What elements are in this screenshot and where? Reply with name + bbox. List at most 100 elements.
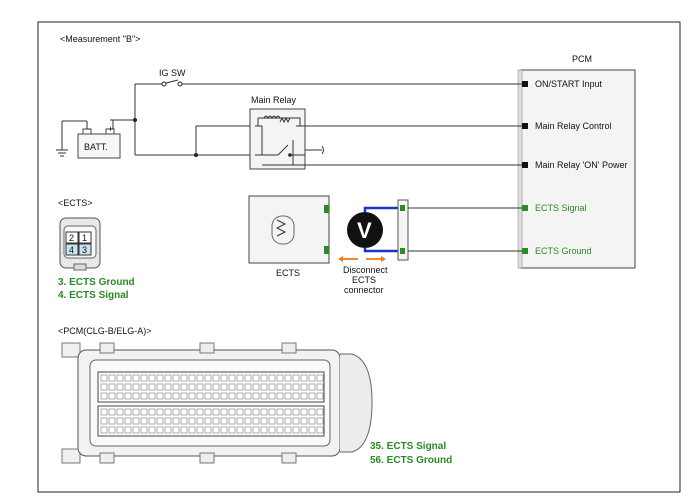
battery-box: [77, 133, 121, 159]
pcm-connector-pin: [100, 417, 108, 425]
battery-terminal-pos: [105, 128, 115, 135]
pcm-connector-pin: [276, 374, 284, 382]
pcm-connector-title: <PCM(CLG-B/ELG-A)>: [58, 326, 152, 336]
disconnect-label-line2: ECTS: [352, 275, 376, 285]
pcm-connector-pin: [292, 417, 300, 425]
pcm-connector-pin: [276, 383, 284, 391]
pcm-connector-pin: [284, 383, 292, 391]
pcm-connector-pin: [116, 408, 124, 416]
relay-switch-blade: [277, 144, 289, 156]
pcm-connector-pin: [156, 417, 164, 425]
pcm-connector-pin: [252, 374, 260, 382]
pcm-connector-pin: [196, 408, 204, 416]
pcm-connector-pin: [276, 426, 284, 434]
pcm-connector-pin: [204, 392, 212, 400]
pcm-connector-pin: [220, 408, 228, 416]
pcm-connector-pin: [172, 383, 180, 391]
pcm-connector-pin: [180, 417, 188, 425]
pcm-connector-pin: [292, 408, 300, 416]
pcm-connector-pin: [284, 392, 292, 400]
ects-pin-2: [65, 231, 79, 244]
pcm-connector-pin: [316, 374, 324, 382]
pcm-connector-pin: [316, 383, 324, 391]
pcm-connector-pin: [316, 408, 324, 416]
pcm-connector-pin: [284, 374, 292, 382]
ects-pin-2-label: 2: [69, 233, 74, 243]
pcm-connector-pin: [228, 392, 236, 400]
pcm-connector-pin: [108, 374, 116, 382]
pcm-connector-pin: [300, 408, 308, 416]
ig-sw-label: IG SW: [159, 68, 186, 78]
ects-label: ECTS: [276, 268, 300, 278]
pcm-connector-pin: [308, 408, 316, 416]
pcm-connector-pin: [124, 374, 132, 382]
battery-label: BATT.: [84, 142, 108, 152]
pcm-connector-pin: [148, 408, 156, 416]
pcm-connector-pin: [284, 426, 292, 434]
pcm-connector-pin: [196, 392, 204, 400]
pcm-connector-pin: [156, 426, 164, 434]
pcm-connector-pin: [148, 417, 156, 425]
pcm-connector-pin: [148, 374, 156, 382]
ects-thermistor: [271, 215, 295, 245]
pcm-connector-pin: [140, 392, 148, 400]
pcm-connector-pin: [260, 383, 268, 391]
main-relay-box: [249, 108, 306, 170]
pcm-connector-pin: [124, 392, 132, 400]
pcm-connector-pin: [212, 392, 220, 400]
pcm-pin-marker: [522, 248, 528, 254]
pcm-connector-pin: [244, 426, 252, 434]
pcm-connector-pin: [188, 392, 196, 400]
ects-legend-2: 4. ECTS Signal: [58, 290, 129, 301]
pcm-connector-pin: [100, 408, 108, 416]
pcm-connector-pin: [236, 374, 244, 382]
pcm-connector-pin: [148, 426, 156, 434]
pcm-pin-label: Main Relay 'ON' Power: [535, 160, 627, 170]
voltmeter-symbol: V: [357, 218, 372, 243]
pcm-connector-pin: [236, 426, 244, 434]
harness-pin-signal: [400, 205, 405, 211]
pcm-connector-pin: [188, 417, 196, 425]
pcm-legend-2: 56. ECTS Ground: [370, 455, 452, 466]
pcm-connector-pin: [284, 408, 292, 416]
pcm-connector-drawing: [61, 342, 373, 464]
pcm-connector-pin: [108, 383, 116, 391]
pcm-connector-pin: [212, 374, 220, 382]
pcm-connector-pin: [140, 417, 148, 425]
pcm-connector-pin: [180, 392, 188, 400]
pcm-connector-pin: [108, 392, 116, 400]
pcm-connector-pin: [220, 383, 228, 391]
pcm-connector-pin: [100, 374, 108, 382]
ects-pin-3-label: 3: [82, 245, 87, 255]
pcm-connector-pin: [316, 392, 324, 400]
pcm-connector-pin: [164, 408, 172, 416]
pcm-connector-pin: [316, 426, 324, 434]
pcm-connector-pin: [236, 383, 244, 391]
pcm-connector-pin: [244, 374, 252, 382]
pcm-connector-pin: [180, 374, 188, 382]
pcm-connector-pin: [188, 374, 196, 382]
pcm-connector-pin: [276, 408, 284, 416]
pcm-connector-pin: [268, 417, 276, 425]
pcm-connector-pin: [308, 374, 316, 382]
voltmeter-icon: [347, 212, 383, 248]
pcm-connector-pin: [100, 392, 108, 400]
pcm-connector-pin: [164, 374, 172, 382]
pcm-connector-pin: [252, 426, 260, 434]
pcm-connector-pin: [260, 417, 268, 425]
pcm-connector-pin: [204, 383, 212, 391]
pcm-connector-pin: [172, 417, 180, 425]
pcm-connector-pin: [180, 426, 188, 434]
pcm-pin-label: ECTS Ground: [535, 246, 592, 256]
pcm-connector-pin: [148, 383, 156, 391]
pcm-connector-pin: [140, 374, 148, 382]
pcm-connector-pin: [164, 383, 172, 391]
battery-pos-sign: +: [108, 124, 113, 134]
pcm-connector-pin: [172, 426, 180, 434]
pcm-connector-pin: [108, 408, 116, 416]
pcm-connector-pin: [204, 417, 212, 425]
pcm-connector-pin: [164, 417, 172, 425]
pcm-pin-grid-bottom: [100, 408, 324, 434]
pcm-connector-pin: [244, 417, 252, 425]
